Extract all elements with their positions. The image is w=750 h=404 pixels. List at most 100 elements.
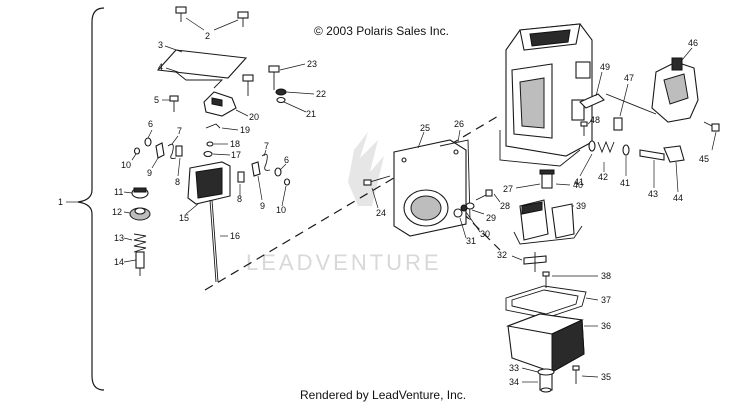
- ring-31: [453, 208, 463, 218]
- callout-32: 32: [497, 250, 507, 260]
- callout-42: 42: [598, 172, 608, 182]
- screw-head: [268, 65, 280, 73]
- footer-text: Rendered by LeadVenture, Inc.: [300, 388, 466, 402]
- spring-7: [167, 143, 177, 159]
- leader-25: [417, 131, 425, 149]
- plate-9b: [251, 161, 261, 177]
- callout-11: 11: [114, 187, 123, 197]
- callout-15: 15: [179, 213, 189, 223]
- callout-7a: 7: [177, 126, 182, 136]
- callout-44: 44: [673, 193, 683, 203]
- needle-16b: [211, 199, 219, 283]
- screw-38-head: [542, 271, 550, 277]
- spring-42: [597, 140, 615, 154]
- callout-23: 23: [307, 59, 317, 69]
- callout-47: 47: [624, 73, 634, 83]
- callout-28: 28: [500, 201, 510, 211]
- leader-28: [493, 193, 501, 203]
- float-bowl-36-side: [551, 319, 585, 373]
- callout-34: 34: [509, 377, 519, 387]
- leader-32: [511, 255, 523, 261]
- o-ring-6: [144, 137, 152, 147]
- leader-49: [595, 71, 603, 97]
- leader-22: [285, 91, 315, 95]
- callout-2: 2: [205, 31, 210, 41]
- ring-17: [203, 150, 213, 158]
- float-arm: [513, 225, 583, 245]
- carb-side-boss: [575, 61, 591, 79]
- callout-49: 49: [600, 62, 610, 72]
- screw-head: [242, 74, 254, 82]
- drain-plug-33: [537, 368, 555, 376]
- callout-10a: 10: [121, 160, 131, 170]
- knob-44: [663, 145, 685, 163]
- wire-clip-4: [175, 71, 224, 89]
- leader-41a: [579, 153, 593, 177]
- bracket-20-slot: [211, 97, 223, 107]
- assembly-bracket: [77, 7, 105, 391]
- part-callouts: 2 3 4 5 6 6 7 7 8 8 9 9 10 10 11 12 13 1…: [112, 31, 709, 387]
- callout-18: 18: [230, 139, 240, 149]
- leader-7: [171, 135, 179, 145]
- o-ring-41a: [588, 140, 596, 152]
- leader-13: [123, 237, 133, 241]
- callout-20: 20: [249, 112, 259, 122]
- screw-35-head: [572, 365, 580, 371]
- screw-24-head: [363, 179, 372, 186]
- spring-7b: [261, 153, 271, 171]
- screw-5-head: [169, 95, 179, 102]
- cable-47: [605, 93, 657, 115]
- leader-45: [711, 131, 717, 151]
- fitting-49: [579, 93, 605, 109]
- washer-22: [275, 88, 287, 96]
- leader-6: [147, 129, 153, 139]
- callout-8a: 8: [175, 177, 180, 187]
- callout-22: 22: [316, 89, 326, 99]
- float-39-shade: [521, 201, 543, 215]
- carb-bottom-edge: [499, 130, 581, 167]
- leader-2b: [213, 19, 239, 31]
- callout-16: 16: [230, 231, 240, 241]
- callout-3: 3: [158, 40, 163, 50]
- leader-7b: [263, 149, 267, 157]
- leader-29: [471, 209, 485, 215]
- leader-14: [123, 259, 137, 263]
- callout-38: 38: [601, 271, 611, 281]
- leader-21: [283, 101, 307, 113]
- ring-18: [206, 141, 214, 147]
- leader-27: [515, 183, 541, 189]
- screw-head: [237, 11, 249, 19]
- callout-6a: 6: [148, 119, 153, 129]
- watermark-text: LEADVENTURE: [246, 250, 442, 275]
- spring-13: [133, 233, 147, 253]
- callout-24: 24: [376, 208, 386, 218]
- clip-19: [205, 123, 221, 129]
- plunger-14: [135, 251, 145, 269]
- carb-side-boss-b: [571, 99, 585, 121]
- callout-41b: 41: [620, 178, 630, 188]
- callout-40: 40: [573, 180, 583, 190]
- screw-24: [369, 175, 391, 183]
- screws-2: [175, 6, 249, 31]
- callout-25: 25: [420, 123, 430, 133]
- callout-46: 46: [688, 38, 698, 48]
- callout-33: 33: [509, 363, 519, 373]
- leader-9: [151, 157, 159, 169]
- leader-10: [131, 153, 137, 161]
- callout-19: 19: [240, 125, 250, 135]
- watermark-logo: [348, 132, 384, 206]
- callout-5: 5: [154, 95, 159, 105]
- cover-46-nipple: [671, 57, 683, 71]
- small-parts-right: [237, 149, 291, 207]
- flange-bore: [410, 195, 442, 221]
- screw-head: [175, 6, 187, 14]
- gasket-37-inner: [511, 289, 579, 315]
- float-stack: [123, 187, 151, 276]
- callout-13: 13: [114, 233, 124, 243]
- leader-17: [212, 153, 231, 156]
- leader-4: [165, 67, 179, 73]
- o-ring-41b: [622, 144, 630, 156]
- leader-2: [185, 17, 205, 31]
- cap-11-top: [133, 187, 147, 193]
- leader-26: [457, 129, 461, 143]
